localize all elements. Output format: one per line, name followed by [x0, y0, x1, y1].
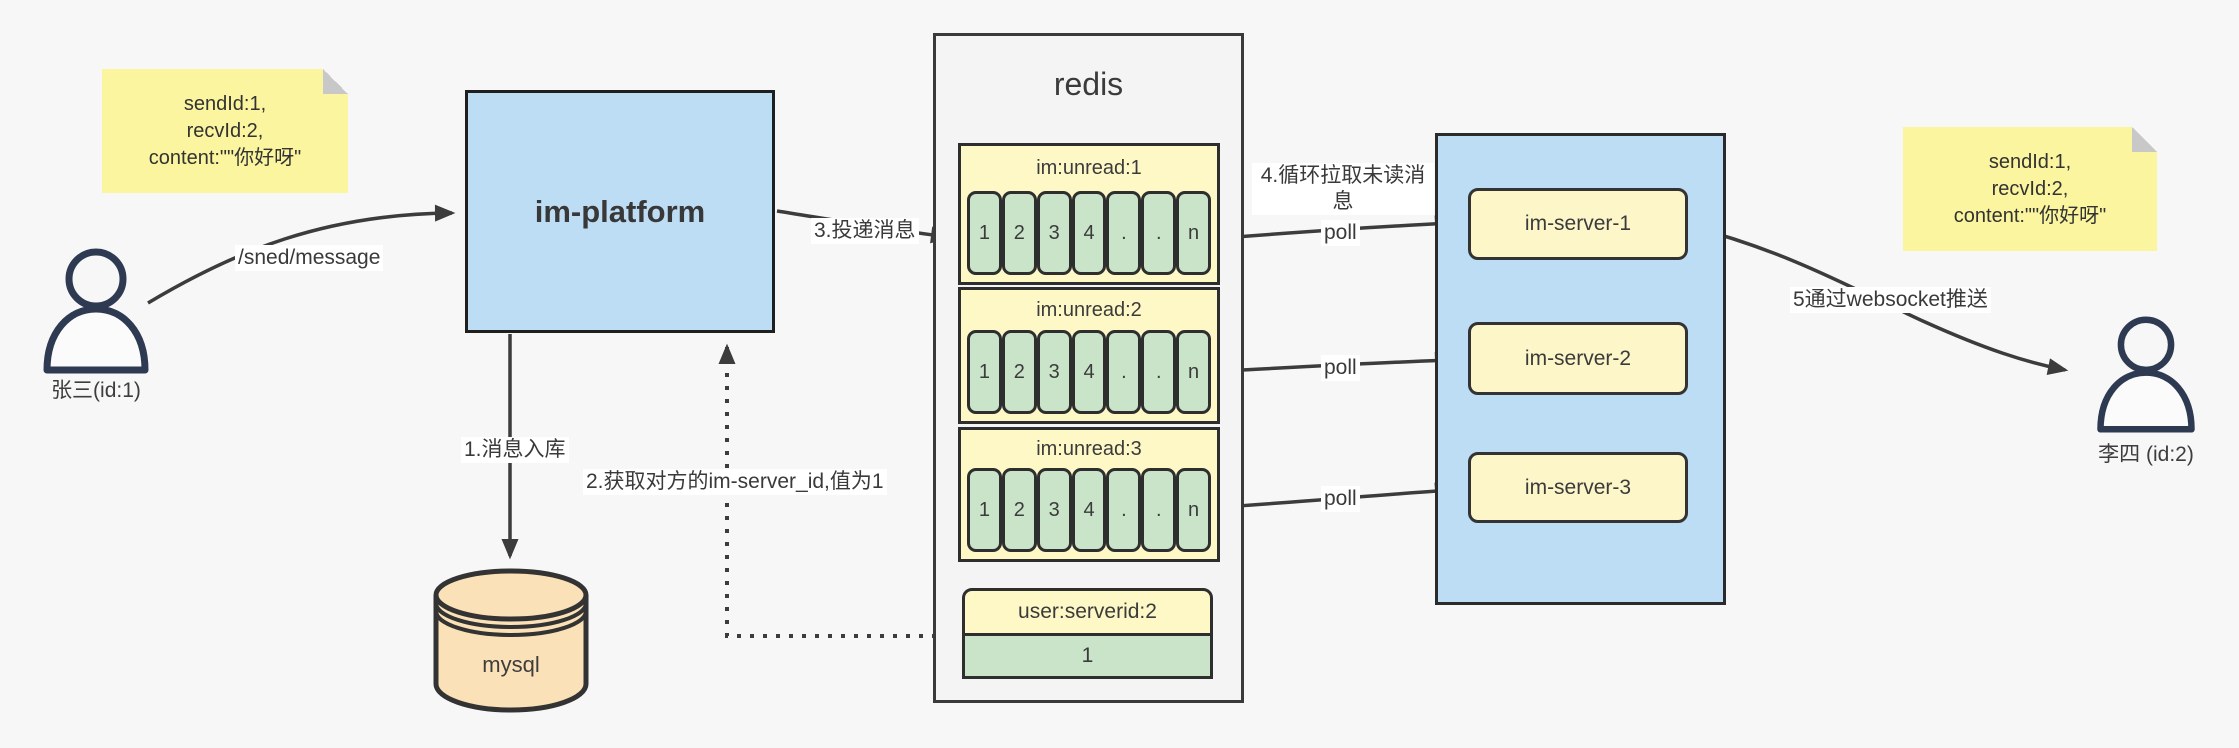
redis-title: redis — [1053, 66, 1124, 102]
queue-cell: 4 — [1071, 191, 1107, 275]
push-arrow — [1688, 224, 2069, 375]
queue-cell: n — [1176, 191, 1212, 275]
queue-cell: . — [1106, 468, 1142, 552]
queue-cell: . — [1141, 330, 1177, 414]
queue-cell: n — [1176, 330, 1212, 414]
queue-im-unread-3: im:unread:3 1 2 3 4 . . n — [958, 427, 1220, 562]
queue-cell: 1 — [967, 191, 1002, 275]
push-edge-label: 5通过websocket推送 — [1790, 287, 1991, 313]
kv-value: 1 — [962, 636, 1213, 679]
queue-cells: 1 2 3 4 . . n — [967, 330, 1212, 414]
note-line: content:""你好呀" — [1953, 204, 2107, 227]
im-server-2-label: im-server-2 — [1524, 346, 1632, 370]
queue-cell: 2 — [1001, 468, 1037, 552]
queue-cell: n — [1176, 468, 1212, 552]
message-note-right: sendId:1, recvId:2, content:""你好呀" — [1903, 127, 2157, 251]
note-line: recvId:2, — [1991, 177, 2069, 200]
poll-edge-label-3: poll — [1321, 486, 1360, 512]
send-edge-label: /sned/message — [235, 245, 384, 271]
queue-cell: 3 — [1036, 191, 1072, 275]
deliver-edge-label: 3.投递消息 — [811, 218, 919, 244]
queue-cell: . — [1141, 468, 1177, 552]
pull-edge-label: 4.循环拉取未读消息 — [1252, 163, 1434, 215]
queue-title: im:unread:1 — [1036, 157, 1142, 179]
note-line: content:""你好呀" — [148, 146, 302, 169]
queue-im-unread-2: im:unread:2 1 2 3 4 . . n — [958, 287, 1220, 424]
note-fold-corner — [2132, 127, 2157, 152]
poll-edge-label-1: poll — [1321, 220, 1360, 246]
kv-key-label: user:serverid:2 — [962, 588, 1213, 636]
queue-im-unread-1: im:unread:1 1 2 3 4 . . n — [958, 143, 1220, 285]
queue-cell: 3 — [1036, 468, 1072, 552]
lookup-arrow-dashed — [718, 343, 962, 638]
queue-title: im:unread:3 — [1036, 438, 1142, 460]
queue-cell: 4 — [1071, 330, 1107, 414]
receiver-label: 李四 (id:2) — [2098, 443, 2194, 466]
queue-cell: 2 — [1001, 330, 1037, 414]
mysql-label: mysql — [482, 652, 540, 677]
queue-cell: . — [1141, 191, 1177, 275]
im-server-3-label: im-server-3 — [1524, 475, 1632, 499]
im-server-1-node: im-server-1 — [1468, 188, 1688, 260]
queue-cell: 4 — [1071, 468, 1107, 552]
im-server-1-label: im-server-1 — [1524, 212, 1632, 235]
store-edge-label: 1.消息入库 — [461, 437, 569, 463]
queue-cells: 1 2 3 4 . . n — [967, 468, 1212, 552]
lookup-edge-label: 2.获取对方的im-server_id,值为1 — [583, 469, 887, 495]
im-server-3-node: im-server-3 — [1468, 452, 1688, 523]
message-note-left: sendId:1, recvId:2, content:""你好呀" — [102, 69, 348, 193]
sender-label: 张三(id:1) — [51, 379, 141, 402]
im-platform-node: im-platform — [465, 90, 775, 333]
queue-cell: 1 — [967, 330, 1002, 414]
queue-cell: 3 — [1036, 330, 1072, 414]
queue-cells: 1 2 3 4 . . n — [967, 191, 1212, 275]
queue-title: im:unread:2 — [1036, 299, 1142, 321]
kv-user-serverid: user:serverid:2 1 — [962, 588, 1213, 679]
queue-cell: 1 — [967, 468, 1002, 552]
note-fold-corner — [323, 69, 348, 94]
note-line: sendId:1, — [1988, 150, 2072, 173]
note-line: sendId:1, — [183, 92, 267, 115]
person-sender-icon — [43, 248, 149, 374]
person-receiver-icon — [2097, 316, 2195, 433]
mysql-database-icon — [433, 568, 589, 713]
poll-edge-label-2: poll — [1321, 355, 1360, 381]
queue-cell: 2 — [1001, 191, 1037, 275]
im-server-2-node: im-server-2 — [1468, 322, 1688, 395]
send-arrow — [147, 204, 456, 305]
queue-cell: . — [1106, 330, 1142, 414]
note-line: recvId:2, — [186, 119, 264, 142]
im-platform-label: im-platform — [534, 193, 706, 229]
queue-cell: . — [1106, 191, 1142, 275]
